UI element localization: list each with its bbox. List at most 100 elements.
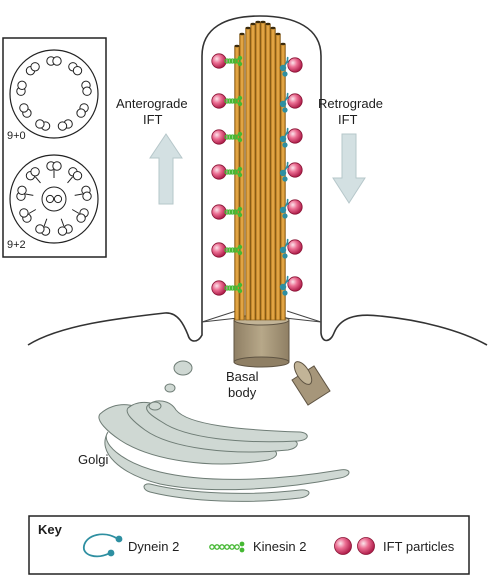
dynein-stalk <box>83 533 119 558</box>
anterograde-arrow <box>149 133 183 205</box>
dynein-motor-head <box>115 535 123 543</box>
doublet-b-tubule <box>76 213 86 223</box>
dynein-motor-head <box>282 71 288 77</box>
kinesin-segment <box>232 247 238 253</box>
kinesin-segment <box>229 209 236 215</box>
kinesin-segment <box>227 247 233 253</box>
kinesin-segment <box>224 209 230 215</box>
microtubule-doublet <box>250 23 256 321</box>
doublet-b-tubule <box>72 65 83 76</box>
retrograde-label: Retrograde <box>318 96 384 111</box>
doublet-b-tubule <box>35 119 45 129</box>
radial-spoke <box>60 218 65 227</box>
kinesin-segment <box>224 134 230 140</box>
kinesin-segment <box>235 247 241 253</box>
ift-particle <box>211 164 227 180</box>
dynein-key-icon <box>83 533 123 558</box>
kinesin-head <box>239 547 245 553</box>
kinesin-segment <box>229 98 236 104</box>
ift-particle <box>211 129 227 145</box>
key-label-kinesin: Kinesin 2 <box>253 539 307 554</box>
ciliary-membrane-outline <box>9 154 99 244</box>
dynein-motor-head <box>279 283 287 291</box>
microtubule-doublet <box>265 23 271 321</box>
dynein-motor-head <box>107 549 115 557</box>
central-pair-tubule <box>53 194 63 204</box>
kinesin-head <box>239 541 245 547</box>
ift-particle <box>287 199 303 215</box>
kinesin-segment <box>227 285 233 291</box>
axoneme-9-2-diagram <box>9 154 99 244</box>
golgi-label: Golgi <box>78 452 109 467</box>
microtubule-tip <box>275 32 281 36</box>
ift-particle <box>287 57 303 73</box>
dynein-motor-head <box>282 176 288 182</box>
kinesin-segment <box>235 134 241 140</box>
anterograde-label: Anterograde <box>116 96 188 111</box>
kinesin-segment <box>232 169 238 175</box>
kinesin-segment <box>224 285 230 291</box>
kinesin-segment <box>224 247 230 253</box>
doublet-b-tubule <box>30 62 40 72</box>
ift-particle <box>211 53 227 69</box>
central-sheath <box>41 186 67 212</box>
axoneme-microtubules <box>234 20 286 321</box>
ift-trains <box>211 53 303 296</box>
microtubule-doublet <box>234 45 240 321</box>
microtubule-tip <box>265 22 271 26</box>
dynein-motor-head <box>279 100 287 108</box>
ift-particle <box>211 242 227 258</box>
axoneme-9-0-label: 9+0 <box>7 130 26 142</box>
kinesin-head <box>237 288 243 294</box>
microtubule-doublet <box>260 21 266 321</box>
doublet-b-tubule <box>52 56 62 66</box>
doublet-b-tubule <box>72 170 83 181</box>
basal-body <box>233 314 290 368</box>
microtubule-doublet <box>275 33 281 321</box>
kinesin-segment <box>227 169 233 175</box>
doublet-b-tubule <box>19 103 29 113</box>
microtubule-tip <box>260 20 266 24</box>
key-label-ift-particles: IFT particles <box>383 539 455 554</box>
radial-spoke <box>34 176 41 184</box>
kinesin-segment <box>227 98 233 104</box>
doublet-b-tubule <box>76 108 86 118</box>
dynein-motor-head <box>279 246 287 254</box>
dynein-motor-head <box>282 107 288 113</box>
kinesin-segment <box>229 285 236 291</box>
doublet-b-tubule <box>82 86 92 96</box>
microtubule-doublet <box>255 21 261 321</box>
radial-spoke <box>71 209 80 214</box>
microtubule-tip <box>239 32 245 36</box>
doublet-b-tubule <box>30 167 40 177</box>
kinesin-segment <box>234 544 240 550</box>
kinesin-segment <box>232 134 238 140</box>
kinesin-segment <box>232 285 238 291</box>
ift-particle <box>287 276 303 292</box>
ift-particle <box>211 204 227 220</box>
kinesin-head <box>237 101 243 107</box>
transition-fibres <box>201 310 322 323</box>
kinesin-head <box>237 206 243 212</box>
ift-particle <box>287 239 303 255</box>
ciliary-membrane-outline <box>9 49 99 139</box>
ift-particle <box>211 93 227 109</box>
kinesin-segment <box>224 169 230 175</box>
ift-particle <box>287 93 303 109</box>
anterograde-ift-label: IFT <box>143 112 163 127</box>
kinesin-segment <box>227 134 233 140</box>
radial-spoke <box>43 218 48 227</box>
microtubule-tip <box>255 20 261 24</box>
dynein-motor-head <box>282 253 288 259</box>
ift-particle <box>287 162 303 178</box>
retrograde-ift-label: IFT <box>338 112 358 127</box>
ift-particle-key-icon <box>334 537 375 555</box>
doublet-b-tubule <box>35 224 45 234</box>
doublet-b-tubule <box>19 208 29 218</box>
kinesin-segment <box>227 58 233 64</box>
dynein-motor-head <box>282 142 288 148</box>
golgi-apparatus <box>98 360 350 502</box>
doublet-b-tubule <box>52 161 62 171</box>
kinesin-head <box>237 55 243 61</box>
